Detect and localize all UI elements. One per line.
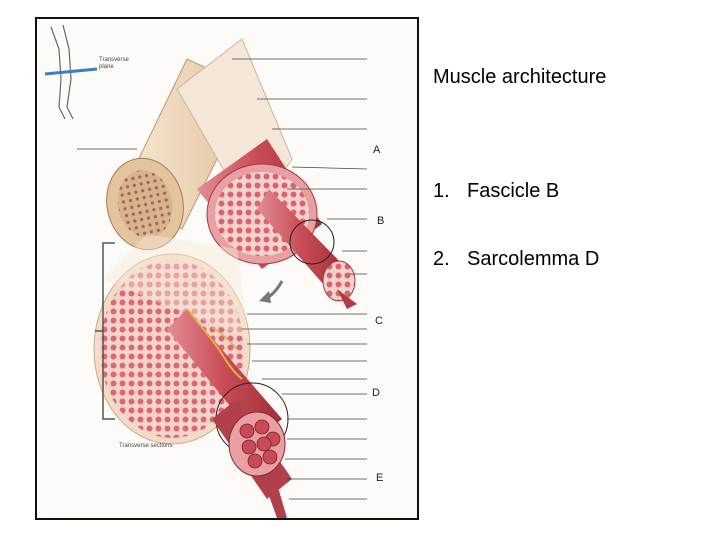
inset-label: Transverse plane xyxy=(99,57,130,70)
muscle-fiber-bundle xyxy=(212,399,292,518)
callout-a: A xyxy=(373,144,381,156)
muscle-belly xyxy=(176,38,357,309)
slide-title: Muscle architecture xyxy=(433,66,607,88)
callout-d: D xyxy=(372,387,380,399)
callout-b: B xyxy=(377,215,384,227)
list-item-number: 2. xyxy=(433,248,450,270)
answer-list: 1. Fascicle B 2. Sarcolemma D xyxy=(433,180,599,316)
muscle-illustration: Transverse plane xyxy=(44,24,384,518)
list-item-number: 1. xyxy=(433,180,450,202)
list-item-text: Sarcolemma D xyxy=(467,248,600,270)
list-item: 2. Sarcolemma D xyxy=(433,248,599,316)
list-item: 1. Fascicle B xyxy=(433,180,599,248)
muscle-diagram-figure: Transverse plane xyxy=(35,17,419,520)
transverse-section xyxy=(93,234,251,445)
leader-lines xyxy=(77,58,368,500)
list-item-text: Fascicle B xyxy=(467,180,560,202)
callout-e: E xyxy=(376,472,383,484)
fascicle-bundle xyxy=(167,308,289,456)
arm-inset-icon xyxy=(44,24,98,120)
figure-caption: Transverse sections xyxy=(119,443,172,449)
callout-c: C xyxy=(375,315,383,327)
